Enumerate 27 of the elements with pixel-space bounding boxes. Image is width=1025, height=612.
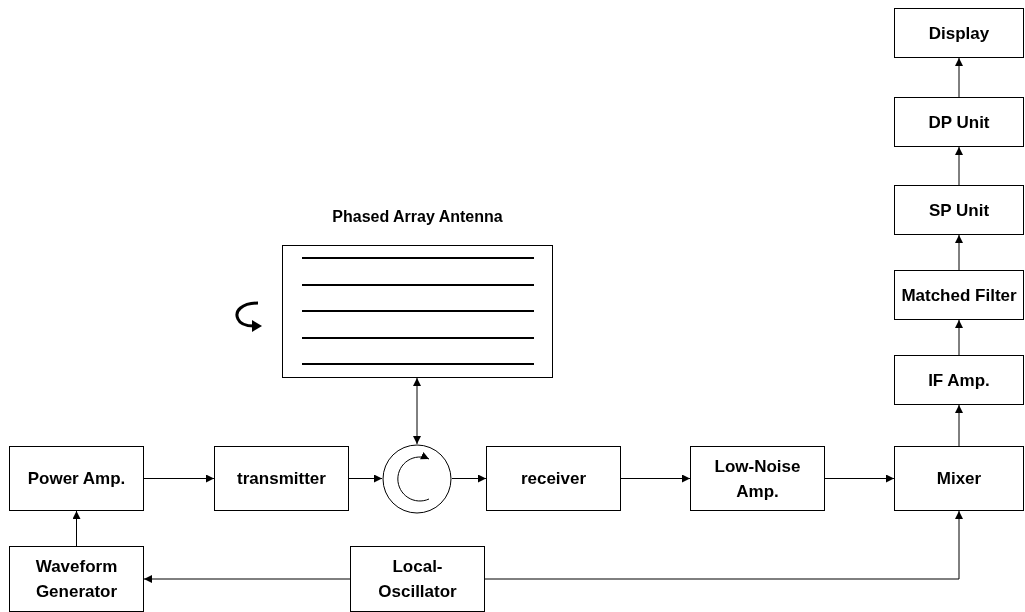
low-noise-amp-box: Low-Noise Amp. <box>690 446 825 511</box>
display-box: Display <box>894 8 1024 58</box>
antenna-heading: Phased Array Antenna <box>331 207 504 227</box>
arrow <box>955 319 963 356</box>
arrow <box>620 474 691 483</box>
waveform-generator-box: Waveform Generator <box>9 546 144 612</box>
arrow <box>824 474 895 483</box>
arrow <box>348 474 383 483</box>
arrow <box>955 57 963 98</box>
sp-unit-box: SP Unit <box>894 185 1024 235</box>
local-oscillator-box: Local-Oscillator <box>350 546 485 612</box>
arrow <box>451 474 487 483</box>
arrow <box>955 234 963 271</box>
arrow <box>72 510 81 547</box>
arrow <box>955 404 963 447</box>
arrow <box>484 510 963 580</box>
arrow <box>955 146 963 186</box>
transmitter-box: transmitter <box>214 446 349 511</box>
mixer-box: Mixer <box>894 446 1024 511</box>
dp-unit-box: DP Unit <box>894 97 1024 147</box>
if-amp-box: IF Amp. <box>894 355 1024 405</box>
receiver-box: receiver <box>486 446 621 511</box>
arrow <box>143 474 215 483</box>
arrow <box>143 575 351 583</box>
matched-filter-box: Matched Filter <box>894 270 1024 320</box>
arrow <box>413 377 421 445</box>
power-amp-box: Power Amp. <box>9 446 144 511</box>
